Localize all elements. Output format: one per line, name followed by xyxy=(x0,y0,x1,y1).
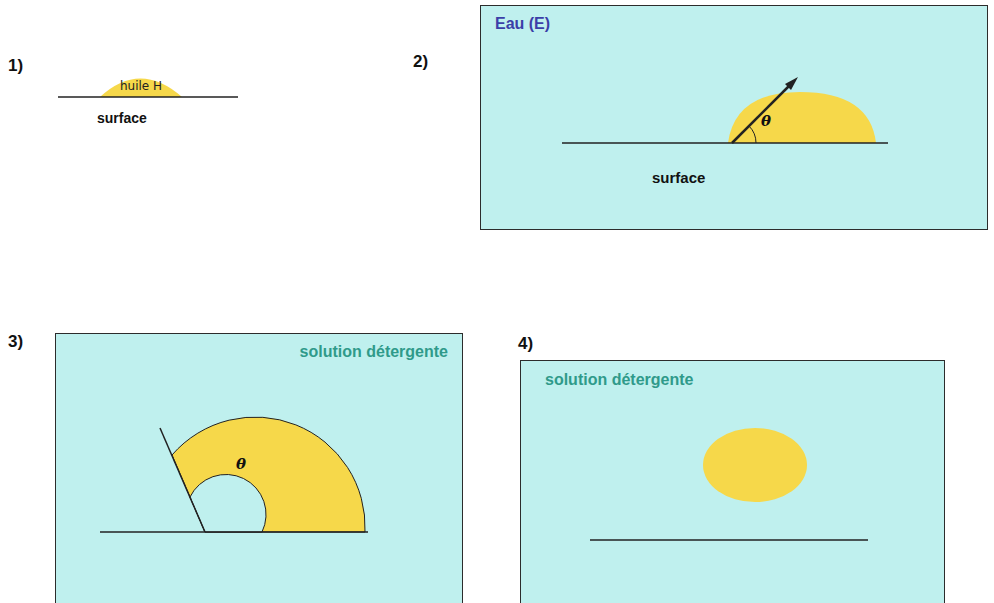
surface-label: surface xyxy=(652,169,705,186)
panel-number: 3) xyxy=(8,332,23,352)
surface-line xyxy=(58,96,238,98)
angle-symbol: θ xyxy=(761,112,771,130)
node-text: Eau (E) xyxy=(495,15,550,33)
oil-drop xyxy=(728,92,876,143)
panel-number: 2) xyxy=(413,52,428,72)
detergent-panel: solution détergente xyxy=(55,333,463,603)
arrowhead xyxy=(785,77,798,90)
node-text: huile H xyxy=(120,79,162,93)
water-ground xyxy=(480,5,988,230)
detergent-panel: solution détergente xyxy=(520,360,945,603)
water-panel: Eau (E) xyxy=(480,5,988,230)
surface-line xyxy=(100,531,368,533)
tangent-line xyxy=(732,82,793,143)
oil-drop xyxy=(172,417,365,532)
oil-drop xyxy=(100,79,182,98)
angle-symbol: θ xyxy=(236,455,246,473)
detergent-ground xyxy=(55,333,463,603)
angle-arc xyxy=(749,126,756,143)
detached-oil-drop xyxy=(703,428,807,502)
oil-drop-box: huile H xyxy=(100,66,182,97)
node-text: solution détergente xyxy=(300,343,448,361)
tangent-line xyxy=(160,428,205,532)
node-text: solution détergente xyxy=(545,371,693,389)
surface-line xyxy=(590,539,868,541)
surface-line xyxy=(562,142,888,144)
detergent-ground xyxy=(520,360,945,603)
panel-number: 1) xyxy=(8,56,23,76)
panel-number: 4) xyxy=(518,334,533,354)
surface-label: surface xyxy=(97,110,147,126)
